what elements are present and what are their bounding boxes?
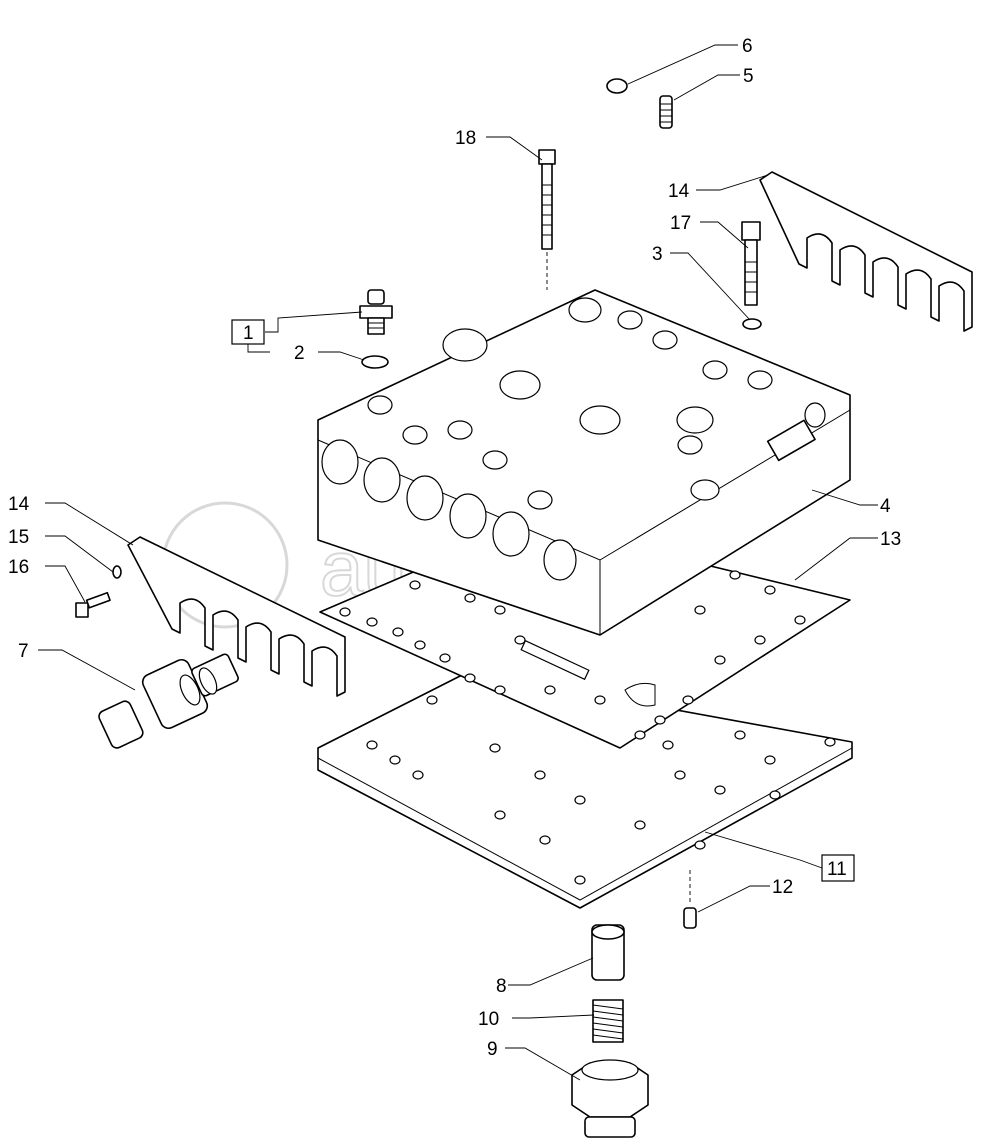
gasket-hole: [714, 655, 726, 665]
gasket-hole: [594, 695, 606, 705]
callout-13: 13: [880, 529, 901, 550]
fitting-1: [359, 289, 393, 335]
plate-hole: [534, 770, 546, 780]
callout-1-box: [231, 319, 265, 345]
gasket-hole: [754, 635, 766, 645]
washer-15: [112, 565, 122, 579]
washer-3: [742, 318, 762, 330]
plate-hole: [412, 770, 424, 780]
gasket-hole: [464, 673, 476, 683]
gasket-hole: [729, 570, 741, 580]
callout-2: 2: [294, 343, 305, 364]
stud-5: [659, 95, 673, 129]
gasket-hole: [654, 715, 666, 725]
gasket-hole: [366, 617, 378, 627]
gasket-hole: [694, 605, 706, 615]
plate-hole: [824, 737, 836, 747]
plate-hole: [539, 835, 551, 845]
callout-16: 16: [8, 557, 29, 578]
gasket-hole: [494, 685, 506, 695]
spring-10: [592, 999, 624, 1043]
solenoid-valve-7: [98, 653, 239, 749]
screw-16: [75, 591, 111, 618]
gasket-hole: [544, 685, 556, 695]
callout-14-upper: 14: [668, 181, 690, 202]
callout-11-box: [821, 854, 855, 882]
plate-hole: [574, 795, 586, 805]
gasket-hole: [682, 695, 694, 705]
callout-11: 11: [827, 859, 847, 880]
plug-6: [606, 78, 628, 94]
gasket-hole: [764, 585, 776, 595]
plate-hole: [389, 755, 401, 765]
plate-hole: [734, 730, 746, 740]
gasket-hole: [439, 653, 451, 663]
valve-body-ports: [321, 439, 577, 581]
plate-hole: [494, 810, 506, 820]
gasket-hole: [794, 615, 806, 625]
bracket-14-upper: [759, 171, 973, 332]
callout-10: 10: [478, 1009, 499, 1030]
pin-12: [683, 907, 697, 929]
gasket-hole: [514, 635, 526, 645]
callout-8: 8: [496, 976, 507, 997]
callout-1: 1: [243, 323, 254, 344]
gasket-hole: [409, 580, 421, 590]
gasket-hole: [634, 730, 646, 740]
bolt-17: [741, 221, 761, 306]
plate-hole: [764, 755, 776, 765]
callout-18: 18: [455, 128, 476, 149]
o-ring-2: [361, 355, 389, 369]
plate-hole: [694, 840, 706, 850]
callout-4: 4: [880, 496, 891, 517]
callout-5: 5: [743, 66, 754, 87]
gasket-hole: [464, 593, 476, 603]
plate-hole: [489, 743, 501, 753]
callout-15: 15: [8, 527, 29, 548]
callout-labels: 6 5 18 14 17 3 1 2 4 13 14 15 16 7 11 12…: [8, 36, 901, 1060]
plate-hole: [366, 740, 378, 750]
callout-3: 3: [652, 244, 663, 265]
plate-hole: [574, 875, 586, 885]
callout-14-lower: 14: [8, 494, 30, 515]
plate-hole: [714, 785, 726, 795]
piston-8: [591, 924, 625, 981]
gasket-hole: [494, 605, 506, 615]
callout-9: 9: [487, 1039, 498, 1060]
gasket-hole: [339, 607, 351, 617]
plate-hole: [634, 820, 646, 830]
plate-hole: [769, 790, 781, 800]
callout-7: 7: [18, 641, 29, 662]
plate-hole: [426, 695, 438, 705]
leader-lines: [38, 44, 878, 1081]
plate-hole: [674, 770, 686, 780]
callout-17: 17: [670, 213, 691, 234]
bolt-18: [538, 149, 556, 290]
plug-9: [571, 1059, 649, 1138]
valve-body-bosses: [367, 297, 826, 510]
callout-12: 12: [772, 877, 793, 898]
callout-6: 6: [742, 36, 753, 57]
bracket-14-lower: [127, 536, 346, 697]
gasket-hole: [392, 627, 404, 637]
plate-hole: [662, 740, 674, 750]
gasket-hole: [414, 640, 426, 650]
valve-body: [317, 289, 851, 636]
